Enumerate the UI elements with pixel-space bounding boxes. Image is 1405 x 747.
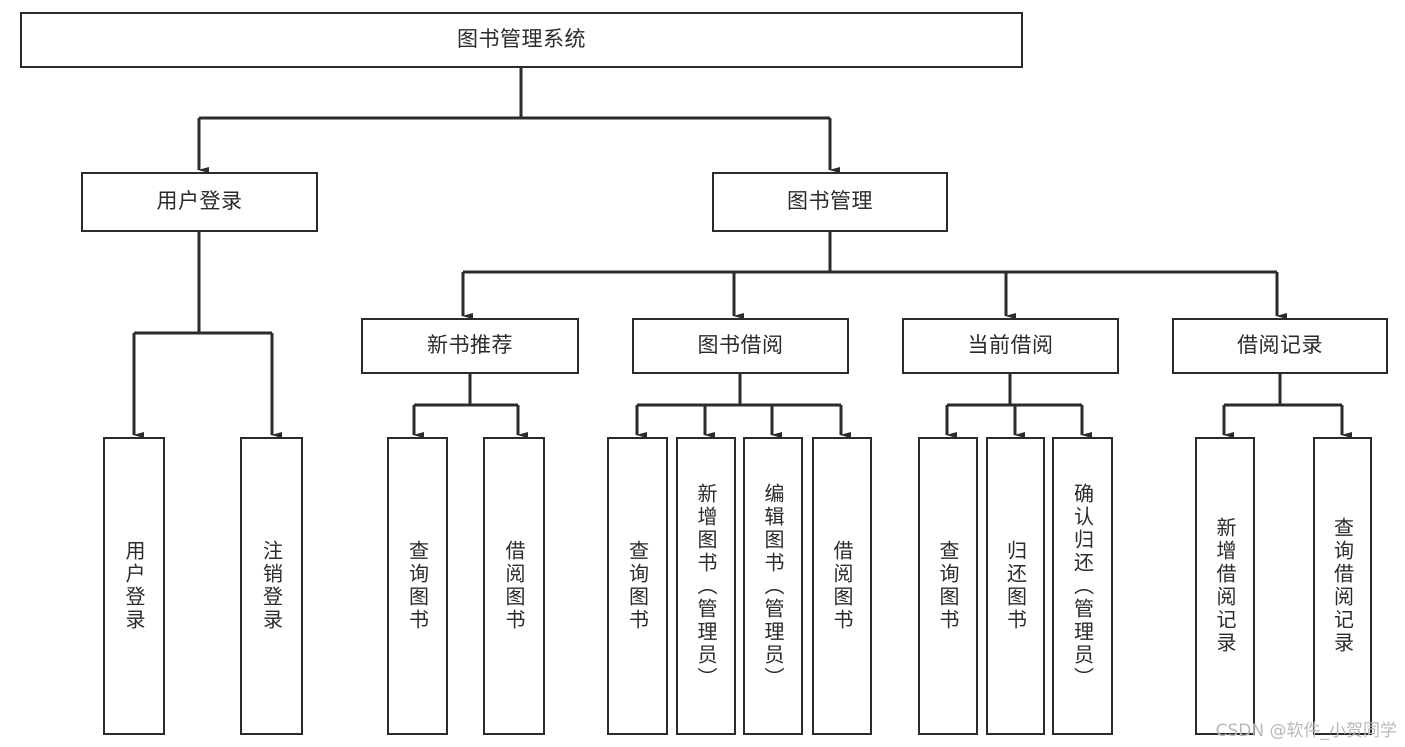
node-leaf-add-record-label: 新增借阅记录	[1213, 517, 1237, 655]
node-leaf-return-book-label: 归还图书	[1003, 540, 1028, 632]
node-leaf-query-book-2-label: 查询图书	[625, 540, 650, 632]
node-book-borrow-label: 图书借阅	[697, 333, 784, 358]
node-leaf-add-record[interactable]: 新增借阅记录	[1195, 437, 1255, 735]
node-leaf-edit-book[interactable]: 编辑图书（管理员）	[743, 437, 803, 735]
node-book-manage[interactable]: 图书管理	[712, 172, 948, 232]
node-leaf-query-record-label: 查询借阅记录	[1330, 517, 1355, 655]
node-leaf-add-book[interactable]: 新增图书（管理员）	[676, 437, 736, 735]
node-leaf-confirm-return-label: 确认归还（管理员）	[1070, 482, 1095, 690]
node-new-book-recommend-label: 新书推荐	[427, 333, 513, 358]
node-leaf-borrow-book-2-label: 借阅图书	[830, 540, 854, 632]
node-leaf-return-book[interactable]: 归还图书	[986, 437, 1045, 735]
node-book-borrow[interactable]: 图书借阅	[632, 318, 849, 374]
node-leaf-add-book-label: 新增图书（管理员）	[694, 482, 718, 690]
node-root-system[interactable]: 图书管理系统	[20, 12, 1023, 68]
node-borrow-record[interactable]: 借阅记录	[1172, 318, 1388, 374]
node-leaf-logout[interactable]: 注销登录	[240, 437, 303, 735]
node-leaf-user-login-label: 用户登录	[122, 540, 146, 632]
node-user-login-label: 用户登录	[156, 189, 243, 214]
node-leaf-confirm-return[interactable]: 确认归还（管理员）	[1052, 437, 1113, 735]
node-leaf-query-book-1[interactable]: 查询图书	[387, 437, 448, 735]
node-current-borrow-label: 当前借阅	[967, 333, 1054, 358]
node-leaf-borrow-book-1-label: 借阅图书	[502, 540, 526, 632]
node-leaf-borrow-book-2[interactable]: 借阅图书	[812, 437, 872, 735]
node-leaf-query-book-2[interactable]: 查询图书	[607, 437, 668, 735]
node-new-book-recommend[interactable]: 新书推荐	[361, 318, 579, 374]
node-book-manage-label: 图书管理	[787, 189, 873, 214]
node-leaf-borrow-book-1[interactable]: 借阅图书	[483, 437, 545, 735]
node-leaf-logout-label: 注销登录	[259, 540, 284, 632]
node-leaf-query-book-1-label: 查询图书	[405, 540, 430, 632]
node-borrow-record-label: 借阅记录	[1237, 333, 1323, 358]
node-leaf-user-login[interactable]: 用户登录	[103, 437, 165, 735]
node-leaf-query-record[interactable]: 查询借阅记录	[1313, 437, 1372, 735]
node-user-login[interactable]: 用户登录	[81, 172, 318, 232]
node-current-borrow[interactable]: 当前借阅	[902, 318, 1119, 374]
node-leaf-query-book-3[interactable]: 查询图书	[918, 437, 978, 735]
node-leaf-query-book-3-label: 查询图书	[936, 540, 960, 632]
node-root-system-label: 图书管理系统	[457, 27, 586, 52]
node-leaf-edit-book-label: 编辑图书（管理员）	[761, 482, 785, 690]
